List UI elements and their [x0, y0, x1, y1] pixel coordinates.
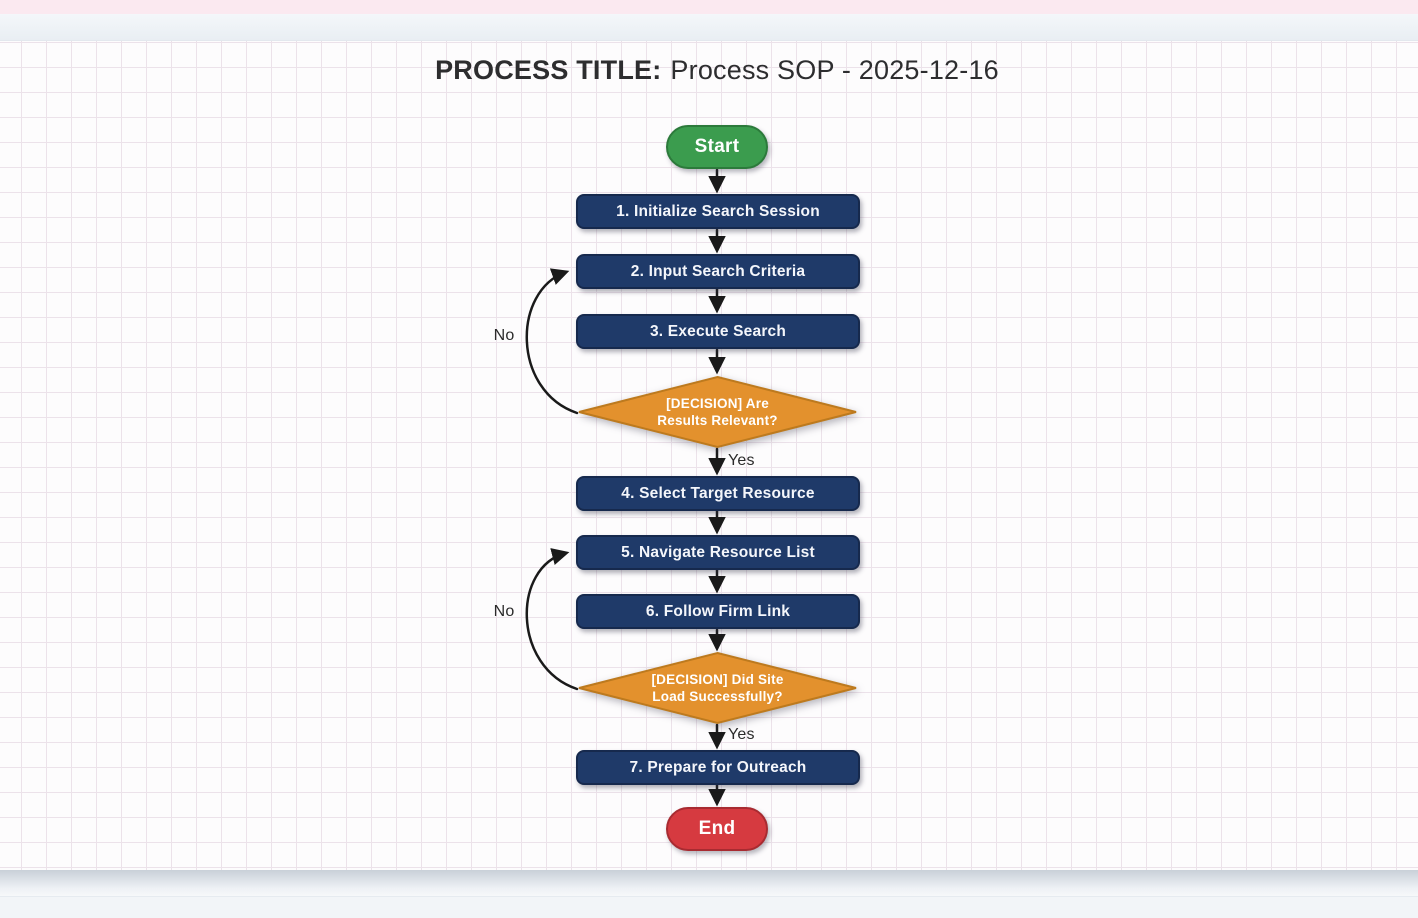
top-toolbar-strip	[0, 14, 1418, 40]
step-1-label: 1. Initialize Search Session	[616, 202, 820, 220]
flow-node-step-5: 5. Navigate Resource List	[576, 535, 860, 570]
step-4-label: 4. Select Target Resource	[621, 484, 815, 502]
edge-label-yes-2: Yes	[728, 726, 755, 743]
edge-label-yes-1: Yes	[728, 452, 755, 469]
step-2-label: 2. Input Search Criteria	[630, 262, 806, 280]
flow-node-step-1: 1. Initialize Search Session	[576, 194, 860, 229]
decision-1-line1: [DECISION] Are	[666, 396, 769, 411]
decision-2-label: [DECISION] Did Site Load Successfully?	[577, 652, 858, 724]
flow-node-decision-1: [DECISION] Are Results Relevant?	[577, 375, 858, 449]
page-title-text: Process SOP - 2025-12-16	[670, 55, 999, 85]
footer-strip	[0, 896, 1418, 918]
page-title-prefix: PROCESS TITLE:	[435, 55, 662, 85]
edge-label-no-1: No	[493, 327, 515, 344]
end-label: End	[698, 818, 736, 839]
flow-node-step-7: 7. Prepare for Outreach	[576, 750, 860, 785]
flow-node-step-6: 6. Follow Firm Link	[576, 594, 860, 629]
step-6-label: 6. Follow Firm Link	[645, 602, 791, 620]
step-7-label: 7. Prepare for Outreach	[629, 758, 807, 776]
step-3-label: 3. Execute Search	[649, 322, 787, 340]
edge-label-no-2: No	[493, 603, 515, 620]
flow-node-start: Start	[666, 125, 768, 169]
flow-node-step-2: 2. Input Search Criteria	[576, 254, 860, 289]
decision-2-line2: Load Successfully?	[652, 689, 783, 704]
decision-2-line1: [DECISION] Did Site	[651, 672, 784, 687]
flow-node-decision-2: [DECISION] Did Site Load Successfully?	[577, 651, 858, 725]
step-5-label: 5. Navigate Resource List	[621, 543, 815, 561]
canvas-bottom-shadow	[0, 870, 1418, 896]
page-title: PROCESS TITLE: Process SOP - 2025-12-16	[435, 55, 999, 86]
flowchart-canvas: PROCESS TITLE: Process SOP - 2025-12-16 S…	[0, 40, 1418, 870]
diamond-shape	[578, 651, 857, 725]
decision-1-label: [DECISION] Are Results Relevant?	[577, 376, 858, 448]
flow-node-step-3: 3. Execute Search	[576, 314, 860, 349]
flow-node-step-4: 4. Select Target Resource	[576, 476, 860, 511]
diamond-shape	[578, 375, 857, 449]
start-label: Start	[694, 136, 740, 157]
decision-1-line2: Results Relevant?	[657, 413, 778, 428]
top-pink-strip	[0, 0, 1418, 14]
flow-node-end: End	[666, 807, 768, 851]
